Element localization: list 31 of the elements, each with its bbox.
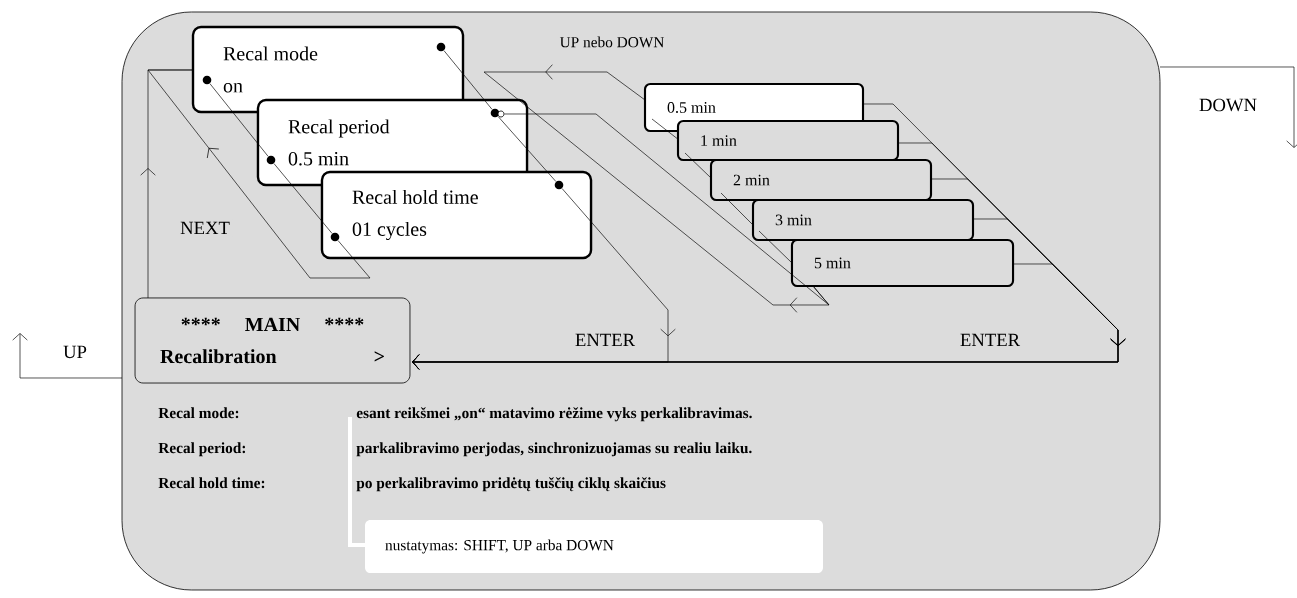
- edge-label: UP: [60, 343, 90, 361]
- menu-box: **** MAIN **** Recalibration >: [134, 297, 411, 384]
- arrow: [12, 333, 123, 379]
- value-box: 3 min: [751, 198, 975, 242]
- connector-line: [651, 118, 680, 141]
- field-name: Recal hold time:: [158, 477, 265, 489]
- connector-line: [684, 152, 712, 179]
- connector-line: [758, 230, 793, 264]
- connector-line: [497, 116, 557, 182]
- edge-label: ENTER: [957, 331, 1023, 349]
- display-box: Recal hold time 01 cycles: [320, 170, 593, 260]
- connector-line: [443, 50, 493, 110]
- description-text: esant reikšmei „on“ matavimo rėžime vyks perkalibravimas.: [356, 407, 752, 422]
- description-text: po perkalibravimo pridėtų tuščių ciklų skaičius: [356, 477, 666, 492]
- value-box: 5 min: [790, 238, 1015, 288]
- field-name: Recal period:: [158, 442, 246, 457]
- field-name: Recal mode:: [158, 407, 239, 419]
- connector-ring: [497, 110, 505, 118]
- value-box: 1 min: [676, 119, 900, 162]
- arrow: [1159, 66, 1297, 148]
- value-box: 2 min: [709, 158, 933, 202]
- connector-line: [273, 163, 333, 234]
- edge-label: NEXT: [177, 219, 233, 237]
- edge-label: DOWN: [1196, 96, 1260, 114]
- note-box: nustatymas: SHIFT, UP arba DOWN: [365, 519, 823, 574]
- connector-line: [720, 192, 754, 226]
- edge-label: ENTER: [572, 331, 638, 349]
- connector-line: [209, 83, 269, 157]
- arrow: [412, 263, 1126, 370]
- description-text: parkalibravimo perjodas, sinchronizuojamas su realiu laiku.: [356, 442, 752, 457]
- connector-line: [504, 113, 830, 306]
